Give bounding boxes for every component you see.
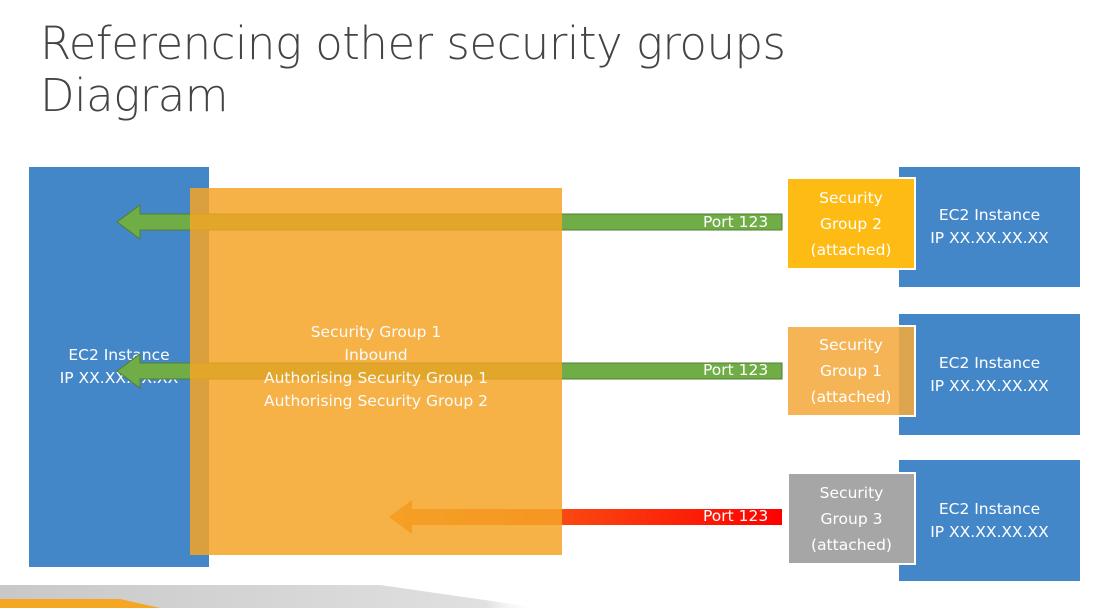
ec2-instance-right-3-ip: IP XX.XX.XX.XX (930, 522, 1049, 541)
ec2-instance-right-1-ip: IP XX.XX.XX.XX (930, 229, 1049, 247)
security-group-2-line-2: Group 2 (820, 214, 882, 233)
security-group-3-line-2: Group 3 (820, 509, 883, 528)
security-group-2-attached: Security Group 2 (attached) (786, 177, 916, 270)
ec2-instance-left-name: EC2 Instance (68, 346, 170, 364)
security-group-1-direction: Inbound (344, 346, 408, 364)
security-group-1-rule-1: Authorising Security Group 1 (263, 369, 489, 387)
ec2-instance-right-1-name: EC2 Instance (938, 206, 1041, 224)
security-group-1-panel: Security Group 1 Inbound Authorising Sec… (190, 188, 562, 555)
security-group-1-attached-line-1: Security (819, 336, 883, 354)
slide-footer-decoration (0, 585, 540, 608)
blocked-arrow-3 (389, 500, 782, 534)
page-title: Referencing other security groups Diagra… (40, 18, 786, 122)
ec2-instance-right-2-name: EC2 Instance (938, 353, 1041, 372)
security-group-1-attached-line-2: Group 1 (820, 362, 882, 380)
security-group-1-attached: Security Group 1 (attached) (786, 325, 916, 417)
title-line-2: Diagram (40, 69, 229, 122)
security-group-1-attached-line-3: (attached) (810, 388, 892, 406)
title-line-1: Referencing other security groups (40, 17, 786, 70)
ec2-instance-right-2-ip: IP XX.XX.XX.XX (930, 376, 1049, 395)
security-group-3-line-1: Security (819, 483, 884, 502)
security-group-3-attached: Security Group 3 (attached) (787, 472, 916, 565)
security-group-2-line-1: Security (819, 188, 883, 207)
security-group-3-line-3: (attached) (811, 535, 892, 554)
port-label-3: Port 123 (703, 507, 769, 525)
ec2-instance-right-1: EC2 Instance IP XX.XX.XX.XX (899, 167, 1080, 287)
port-label-2: Port 123 (703, 361, 769, 379)
port-label-1: Port 123 (703, 213, 769, 231)
ec2-instance-right-3-name: EC2 Instance (938, 499, 1041, 518)
security-group-1-rule-2: Authorising Security Group 2 (263, 392, 489, 410)
security-group-2-line-3: (attached) (810, 240, 892, 259)
ec2-instance-right-2: EC2 Instance IP XX.XX.XX.XX (899, 314, 1080, 435)
ec2-instance-right-3: EC2 Instance IP XX.XX.XX.XX (899, 460, 1080, 581)
security-group-1-name: Security Group 1 (310, 323, 442, 341)
